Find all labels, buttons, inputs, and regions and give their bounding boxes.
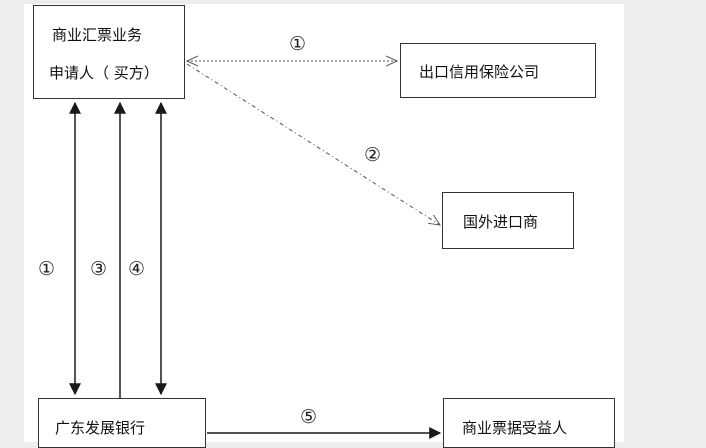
label-left-4: ④ <box>128 258 146 280</box>
applicant-label-line2: 申请人（ 买方） <box>49 64 159 82</box>
arrow-applicant-importer <box>186 63 440 225</box>
applicant-box: 商业汇票业务 申请人（ 买方） <box>33 5 185 99</box>
beneficiary-label: 商业票据受益人 <box>462 419 568 437</box>
label-bottom-arrow: ⑤ <box>300 406 318 428</box>
insurer-box: 出口信用保险公司 <box>400 43 596 98</box>
applicant-label-line1: 商业汇票业务 <box>52 26 143 44</box>
bank-label: 广东发展银行 <box>55 419 146 437</box>
label-left-1: ① <box>38 258 56 280</box>
bank-box: 广东发展银行 <box>38 398 206 448</box>
label-diag-arrow: ② <box>364 144 382 166</box>
importer-box: 国外进口商 <box>442 192 574 249</box>
insurer-label: 出口信用保险公司 <box>419 63 540 81</box>
label-left-3: ③ <box>90 258 108 280</box>
importer-label: 国外进口商 <box>463 213 539 231</box>
label-top-arrow: ① <box>289 33 307 55</box>
beneficiary-box: 商业票据受益人 <box>443 398 615 448</box>
